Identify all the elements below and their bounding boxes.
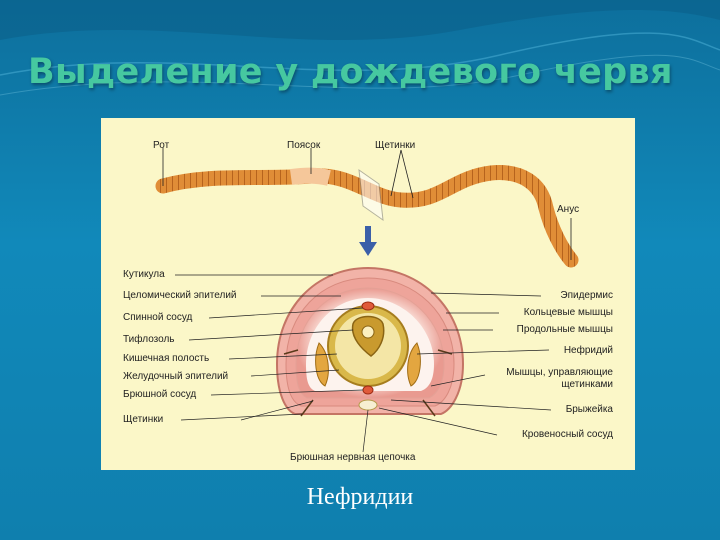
decorative-wave [0, 0, 720, 96]
label-typhlosole: Тифлозоль [123, 334, 175, 345]
label-setae-left: Щетинки [123, 414, 164, 425]
label-girdle: Поясок [287, 140, 321, 151]
label-blood-vessel: Кровеносный сосуд [521, 429, 613, 440]
label-dorsal-vessel: Спинной сосуд [123, 312, 193, 323]
label-intestinal-cavity: Кишечная полость [123, 353, 210, 364]
label-ventral-vessel: Брюшной сосуд [123, 389, 197, 400]
slide-title: Выделение у дождевого червя [28, 52, 673, 92]
worm-anatomy-figure: Рот Поясок Щетинки Анус Кутикула Целомич… [101, 118, 635, 470]
girdle [289, 167, 331, 186]
label-longitudinal-muscles: Продольные мышцы [516, 324, 613, 335]
label-anus: Анус [557, 204, 580, 215]
label-setae-muscles-2: щетинками [561, 379, 613, 390]
worm-body [155, 165, 579, 268]
label-epidermis: Эпидермис [560, 290, 613, 301]
section-plane [358, 168, 384, 222]
label-nephridium: Нефридий [563, 345, 613, 356]
label-ventral-nerve-cord: Брюшная нервная цепочка [290, 452, 416, 463]
label-setae-muscles: Мышцы, управляющие [506, 367, 613, 378]
label-circular-muscles: Кольцевые мышцы [523, 307, 613, 318]
label-setae-top: Щетинки [375, 140, 416, 151]
worm-diagram [155, 148, 579, 453]
label-gastric-epithelium: Желудочный эпителий [123, 371, 229, 382]
slide-caption: Нефридии [306, 484, 414, 510]
label-cuticle: Кутикула [123, 269, 165, 280]
label-mouth: Рот [153, 140, 170, 151]
label-coelomic-epithelium: Целомический эпителий [123, 290, 237, 301]
cross-section [275, 266, 465, 417]
down-arrow-icon [359, 226, 377, 256]
label-mesentery: Брыжейка [565, 404, 613, 415]
